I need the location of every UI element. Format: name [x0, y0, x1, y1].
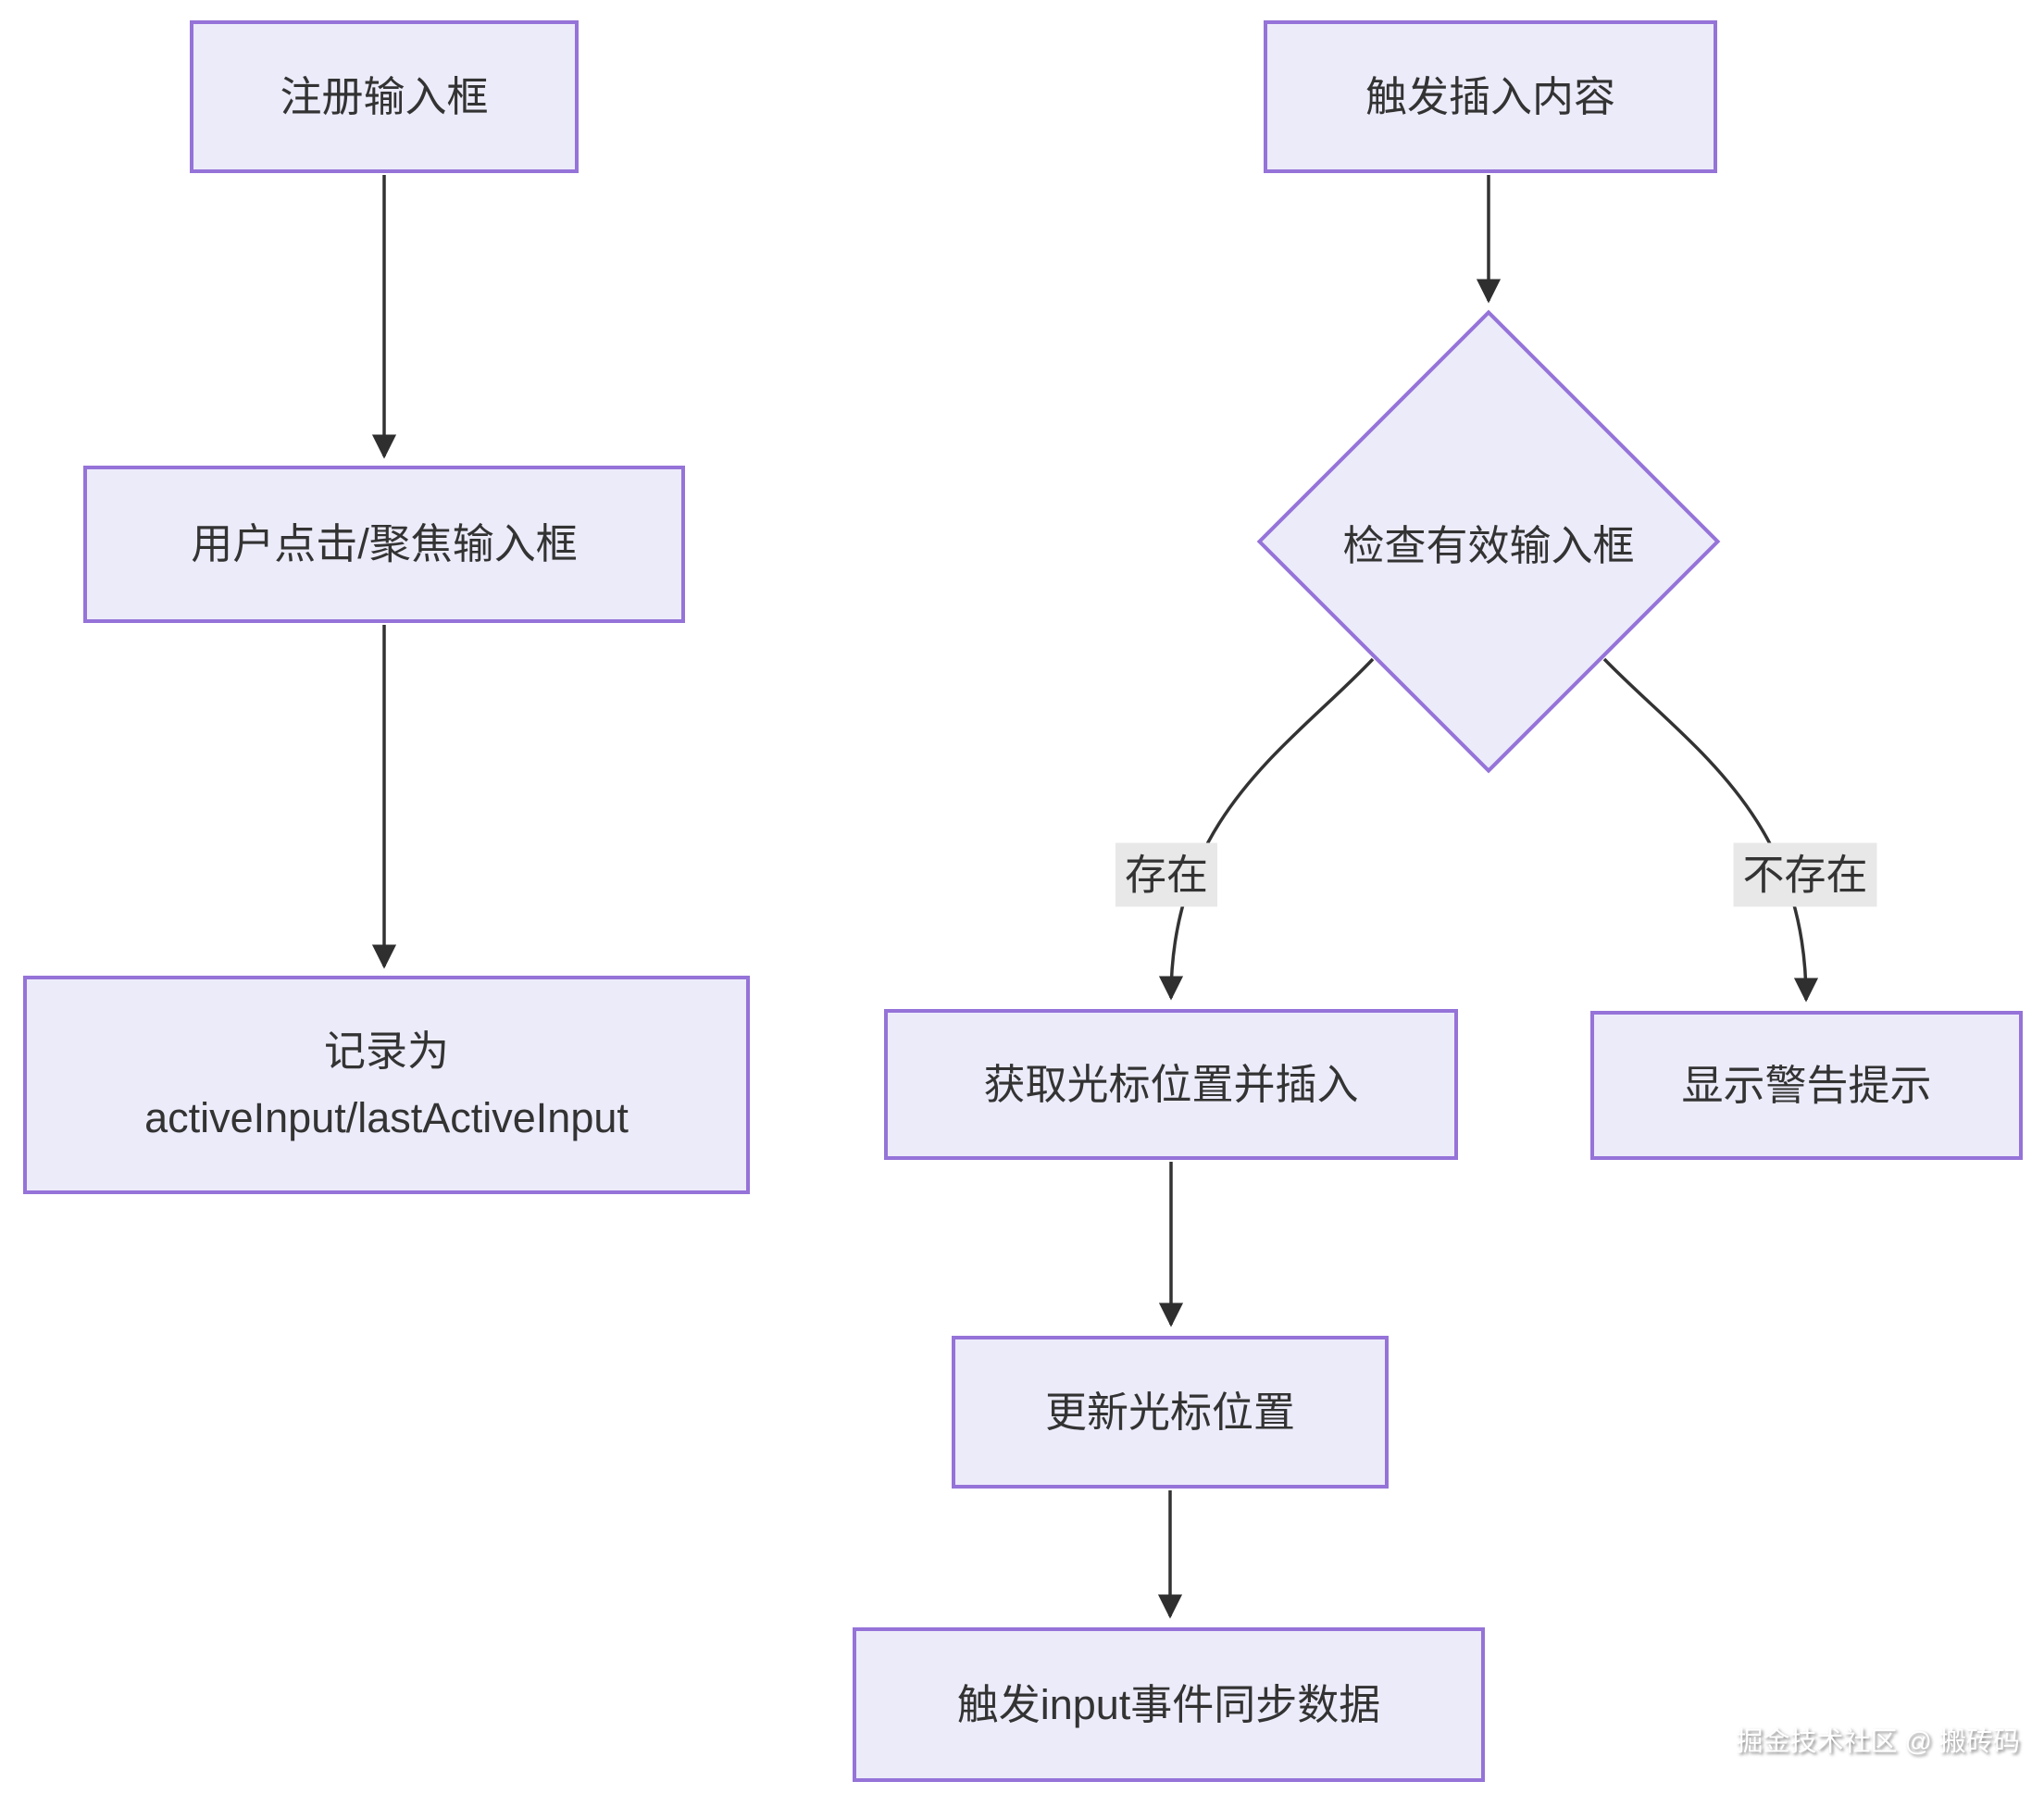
node-record-active-input: 记录为 activeInput/lastActiveInput	[23, 976, 750, 1194]
node-get-cursor-insert-label: 获取光标位置并插入	[983, 1060, 1359, 1108]
node-show-warning: 显示警告提示	[1590, 1011, 2023, 1160]
edge-label-exists-text: 存在	[1124, 851, 1209, 899]
node-register-input: 注册输入框	[190, 20, 579, 173]
node-record-active-input-line1: 记录为	[323, 1028, 449, 1075]
node-get-cursor-insert: 获取光标位置并插入	[884, 1009, 1458, 1160]
edge-check-to-getcursor	[1158, 657, 1375, 1001]
node-update-cursor: 更新光标位置	[952, 1336, 1389, 1489]
node-update-cursor-label: 更新光标位置	[1044, 1388, 1295, 1436]
edge-label-exists: 存在	[1115, 842, 1218, 907]
edge-label-not-exists: 不存在	[1733, 842, 1877, 907]
node-sync-input-event-label: 触发input事件同步数据	[956, 1680, 1381, 1728]
node-sync-input-event: 触发input事件同步数据	[853, 1627, 1485, 1782]
watermark: 掘金技术社区 @ 搬砖码	[1736, 1727, 2020, 1757]
node-trigger-insert-label: 触发插入内容	[1365, 72, 1615, 120]
node-user-focus-input: 用户点击/聚焦输入框	[83, 466, 685, 623]
edge-check-to-warn	[1602, 657, 1819, 1003]
decision-check-valid-input-label: 检查有效输入框	[1342, 521, 1635, 569]
node-trigger-insert: 触发插入内容	[1264, 20, 1717, 173]
node-record-active-input-line2: activeInput/lastActiveInput	[144, 1094, 629, 1141]
edge-label-not-exists-text: 不存在	[1742, 851, 1868, 899]
node-user-focus-input-label: 用户点击/聚焦输入框	[191, 520, 578, 567]
node-show-warning-label: 显示警告提示	[1681, 1061, 1932, 1109]
decision-check-valid-input: 检查有效输入框	[1256, 309, 1721, 774]
node-register-input-label: 注册输入框	[280, 72, 489, 120]
